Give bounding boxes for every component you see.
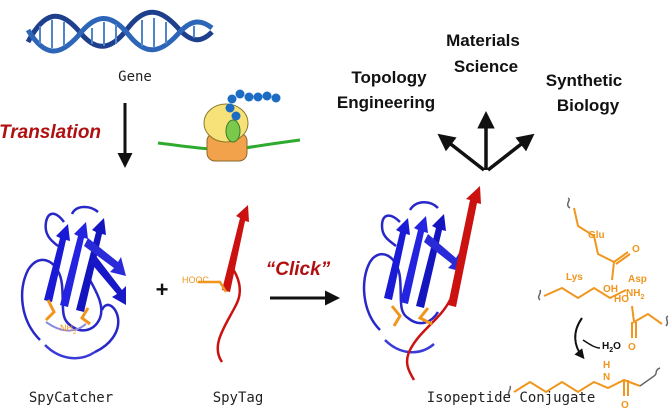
materials-line1: Materials — [446, 31, 520, 50]
application-synthetic: Synthetic Biology — [546, 71, 623, 115]
plus-sign: + — [156, 277, 169, 302]
water-release-curve — [582, 339, 601, 349]
synthetic-line2: Biology — [557, 96, 620, 115]
glu-oh-label: OH — [603, 284, 618, 295]
gene-label: Gene — [118, 69, 152, 85]
asp-label: Asp — [628, 274, 647, 285]
materials-line2: Science — [454, 57, 518, 76]
click-label: “Click” — [266, 259, 331, 280]
spycatcher-nh2-label: NH2 — [60, 323, 77, 336]
lys-label: Lys — [566, 272, 583, 283]
application-arrows — [437, 111, 535, 172]
spytag-peptide-icon — [198, 205, 249, 363]
asp-ho-label: HO — [614, 294, 629, 305]
translation-label: Translation — [0, 122, 101, 143]
amide-o-label: O — [621, 400, 629, 411]
water-label: H2O — [602, 341, 621, 354]
ribosome-icon — [157, 89, 301, 162]
application-materials: Materials Science — [446, 31, 520, 76]
spycatcher-label: SpyCatcher — [29, 390, 113, 406]
spytag-label: SpyTag — [213, 390, 264, 406]
application-topology: Topology Engineering — [337, 68, 435, 112]
lys-nh2-label: NH2 — [626, 288, 644, 301]
asp-o-label: O — [628, 342, 636, 353]
topology-line1: Topology — [351, 68, 427, 87]
spycatcher-protein-icon — [20, 205, 126, 360]
amide-h-label: H — [603, 360, 610, 371]
chemistry-scheme — [507, 197, 669, 397]
reaction-arrow — [574, 317, 585, 360]
synthetic-line1: Synthetic — [546, 71, 623, 90]
amide-n-label: N — [603, 372, 610, 383]
glu-label: Glu — [588, 230, 605, 241]
conjugate-label: Isopeptide Conjugate — [427, 390, 596, 406]
topology-line2: Engineering — [337, 93, 435, 112]
spytag-hooc-label: HOOC — [182, 275, 210, 285]
dna-helix-icon — [25, 9, 214, 54]
glu-o-label: O — [632, 244, 640, 255]
conjugate-protein-icon — [362, 186, 481, 381]
